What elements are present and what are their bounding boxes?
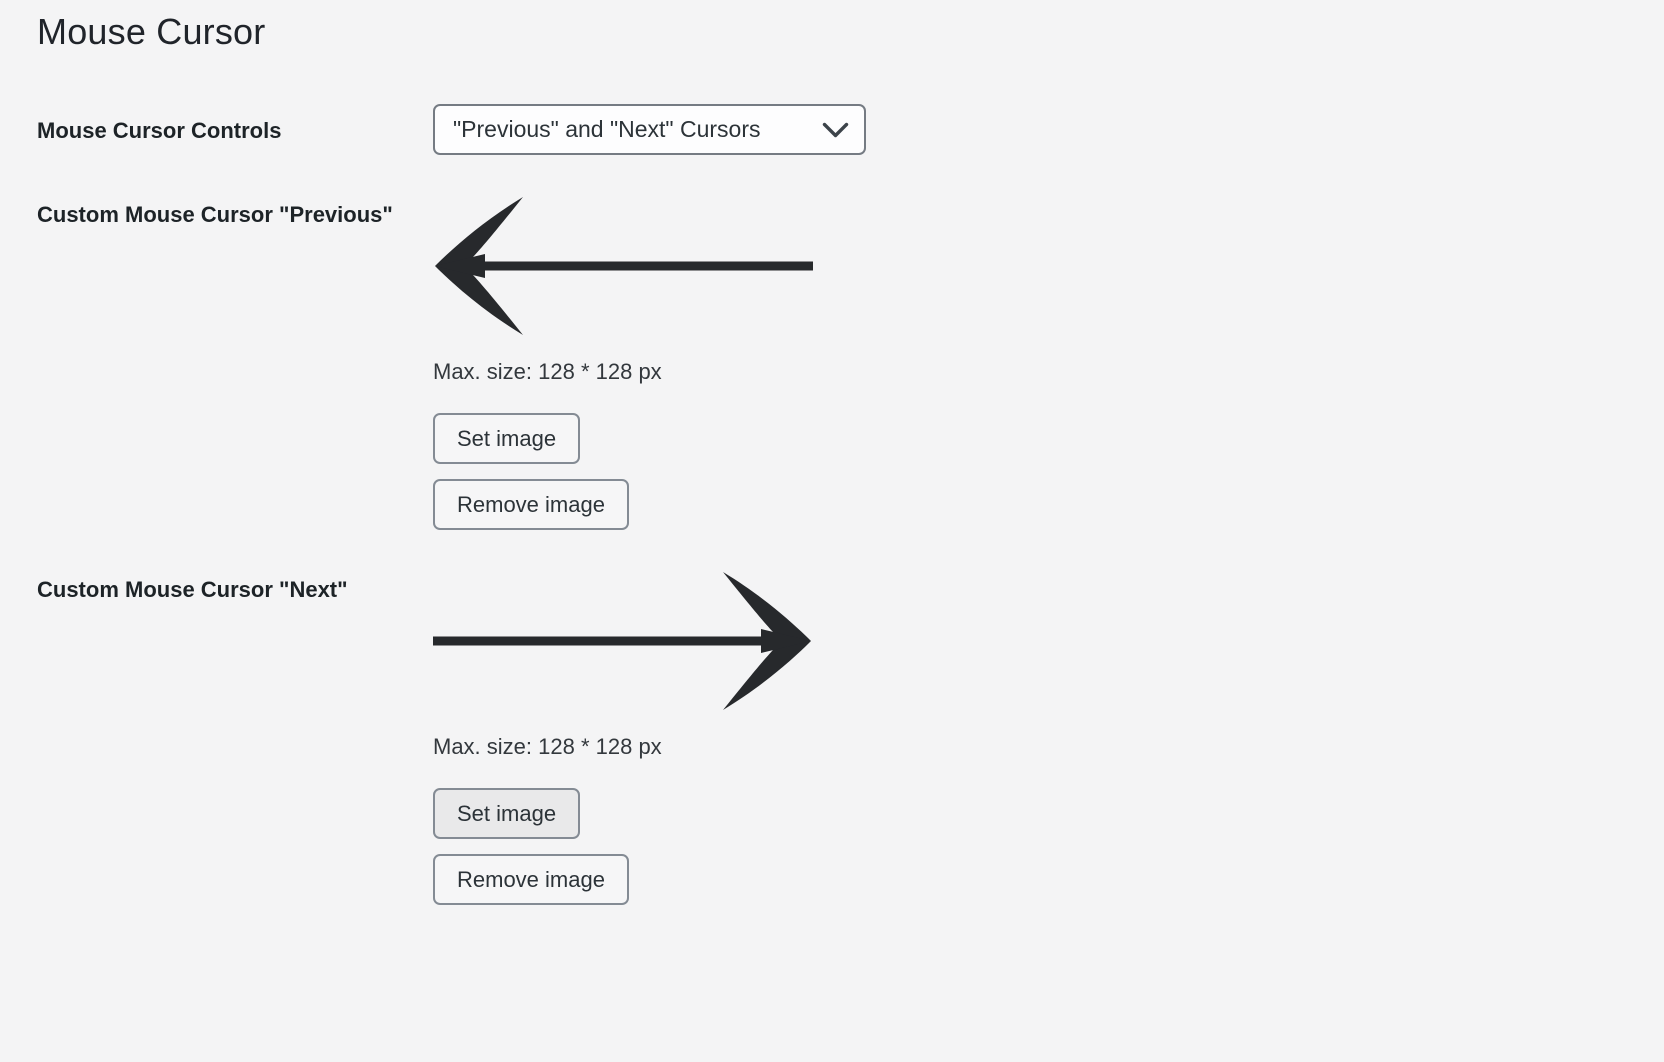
remove-image-button-previous[interactable]: Remove image (433, 479, 629, 530)
mouse-cursor-settings-page: Mouse Cursor Mouse Cursor Controls "Prev… (37, 11, 1664, 905)
custom-cursor-previous-label: Custom Mouse Cursor "Previous" (37, 202, 393, 227)
row-custom-cursor-next: Custom Mouse Cursor "Next" Max. size: 12… (37, 571, 1664, 905)
row-mouse-cursor-controls: Mouse Cursor Controls "Previous" and "Ne… (37, 104, 1664, 155)
arrow-right-cursor-image (433, 572, 811, 710)
mouse-cursor-controls-select[interactable]: "Previous" and "Next" Cursors (433, 104, 866, 155)
custom-cursor-next-field: Max. size: 128 * 128 px Set image Remove… (433, 571, 1664, 905)
page-title: Mouse Cursor (37, 11, 266, 52)
arrow-left-cursor-image (435, 197, 813, 335)
mouse-cursor-controls-label: Mouse Cursor Controls (37, 118, 282, 143)
settings-form: Mouse Cursor Controls "Previous" and "Ne… (37, 104, 1664, 905)
max-size-note-previous: Max. size: 128 * 128 px (433, 359, 662, 384)
row-custom-cursor-previous: Custom Mouse Cursor "Previous" Max. size… (37, 196, 1664, 530)
mouse-cursor-controls-field: "Previous" and "Next" Cursors (433, 104, 1664, 155)
set-image-button-next[interactable]: Set image (433, 788, 581, 839)
chevron-down-icon (822, 122, 849, 137)
remove-image-button-next[interactable]: Remove image (433, 854, 629, 905)
custom-cursor-next-label: Custom Mouse Cursor "Next" (37, 577, 348, 602)
button-stack-next: Set image Remove image (433, 788, 1664, 905)
max-size-note-next: Max. size: 128 * 128 px (433, 734, 662, 759)
mouse-cursor-controls-select-value: "Previous" and "Next" Cursors (453, 116, 761, 142)
button-stack-previous: Set image Remove image (433, 413, 1664, 530)
set-image-button-previous[interactable]: Set image (433, 413, 581, 464)
custom-cursor-previous-field: Max. size: 128 * 128 px Set image Remove… (433, 196, 1664, 530)
